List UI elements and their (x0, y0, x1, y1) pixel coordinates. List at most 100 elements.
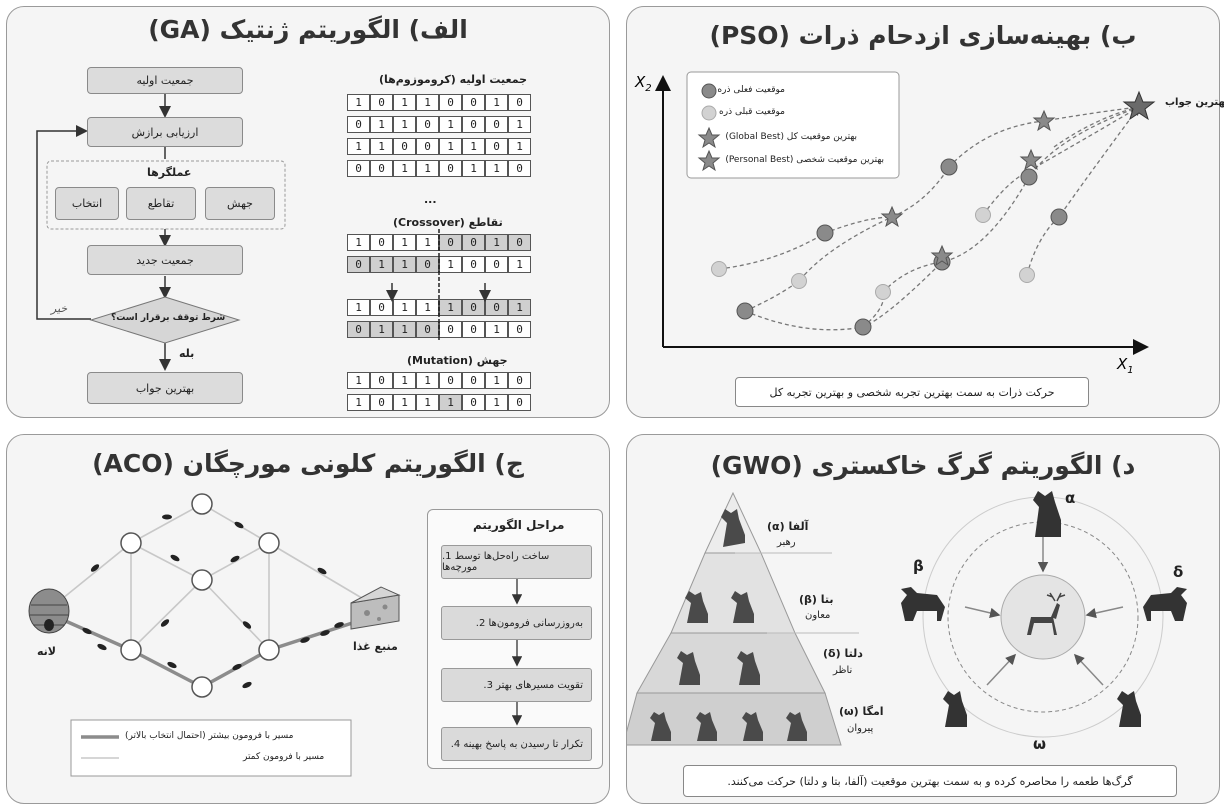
gene-cell: 1 (393, 116, 416, 133)
gene-cell: 0 (347, 321, 370, 338)
gwo-sym-alpha: α (1065, 489, 1076, 507)
gene-cell: 0 (439, 160, 462, 177)
gene-cell: 1 (485, 372, 508, 389)
gene-cell: 1 (508, 116, 531, 133)
gwo-diagram (627, 491, 1187, 746)
gene-cell: 0 (347, 256, 370, 273)
gene-cell: 0 (508, 372, 531, 389)
aco-legend-weak: مسیر با فرومون کمتر (243, 752, 325, 762)
aco-panel: ج) الگوریتم کلونی مورچگان (ACO) (6, 434, 610, 804)
ga-crossover-title: تقاطع (Crossover) (393, 216, 503, 229)
gwo-title: د) الگوریتم گرگ خاکستری (GWO) (710, 451, 1136, 480)
gene-cell: 0 (370, 234, 393, 251)
gwo-panel: د) الگوریتم گرگ خاکستری (GWO) (626, 434, 1220, 804)
pso-best-label: بهترین جواب (1165, 97, 1224, 108)
ga-panel: الف) الگوریتم ژنتیک (GA) جمعیت اولیه ارز… (6, 6, 610, 418)
aco-step-1: .1 ساخت راه‌حل‌ها توسط مورچه‌ها (441, 545, 592, 579)
gwo-alpha-label: آلفا (α) (767, 520, 809, 533)
ga-init-box: جمعیت اولیه (87, 67, 243, 94)
gene-cell: 0 (370, 160, 393, 177)
gene-cell: 0 (370, 372, 393, 389)
gene-cell: 0 (416, 116, 439, 133)
pso-x-label: X1 (1116, 355, 1134, 376)
ga-op-mutation: جهش (205, 187, 275, 220)
gene-cell: 1 (485, 160, 508, 177)
gene-cell: 0 (462, 234, 485, 251)
gene-cell: 0 (416, 256, 439, 273)
gene-cell: 1 (508, 138, 531, 155)
gwo-beta-label: بتا (β) (799, 593, 834, 606)
gwo-delta-role: ناظر (833, 665, 853, 676)
gene-cell: 1 (485, 94, 508, 111)
gene-cell: 0 (485, 138, 508, 155)
pso-plot: X2 X1 (634, 71, 1156, 376)
gene-cell: 1 (439, 256, 462, 273)
pso-caption: حرکت ذرات به سمت بهترین تجربه شخصی و بهت… (735, 377, 1089, 407)
gene-cell: 0 (370, 299, 393, 316)
pso-legend-previous: موقعیت قبلی ذره (719, 107, 785, 117)
ga-no-label: خیر (51, 302, 68, 315)
gene-cell: 0 (439, 372, 462, 389)
gene-cell: 1 (393, 321, 416, 338)
gene-cell: 1 (416, 160, 439, 177)
pso-panel: ب) بهینه‌سازی ازدحام ذرات (PSO) X2 X1 (626, 6, 1224, 418)
gene-cell: 1 (508, 299, 531, 316)
ga-op-crossover: تقاطع (126, 187, 196, 220)
gene-cell: 0 (439, 94, 462, 111)
aco-nest-label: لانه (37, 645, 56, 658)
gene-cell: 1 (370, 321, 393, 338)
ga-yes-label: بله (179, 347, 195, 360)
gwo-sym-omega: ω (1033, 735, 1047, 753)
gwo-omega-label: امگا (ω) (839, 705, 884, 718)
gene-cell: 0 (462, 94, 485, 111)
gene-cell: 1 (485, 321, 508, 338)
gene-cell: 1 (393, 234, 416, 251)
aco-food-icon (350, 586, 401, 630)
gene-cell: 1 (462, 138, 485, 155)
gene-cell: 0 (462, 299, 485, 316)
pso-legend-box (686, 71, 900, 179)
ga-stop-cond: شرط توقف برقرار است؟ (111, 313, 226, 323)
aco-legend-box (70, 719, 352, 777)
aco-step-2: .2 به‌روزرسانی فرومون‌ها (441, 606, 592, 640)
gene-cell: 0 (439, 234, 462, 251)
gene-cell: 0 (508, 321, 531, 338)
gene-cell: 0 (485, 256, 508, 273)
gene-cell: 0 (485, 116, 508, 133)
gwo-caption: گرگ‌ها طعمه را محاصره کرده و به سمت بهتر… (683, 765, 1177, 797)
aco-strong-paths (51, 613, 378, 689)
gwo-prey-deer (1027, 592, 1066, 635)
gene-cell: 1 (347, 138, 370, 155)
gwo-sym-beta: β (913, 557, 924, 575)
gwo-arrows (964, 537, 1124, 686)
gene-cell: 0 (508, 394, 531, 411)
gwo-sym-delta: δ (1173, 563, 1184, 581)
gene-cell: 0 (393, 138, 416, 155)
gene-cell: 0 (508, 234, 531, 251)
gwo-alpha-role: رهبر (777, 537, 796, 548)
gene-cell: 1 (347, 372, 370, 389)
ga-mutation-title: جهش (Mutation) (407, 354, 508, 367)
gene-cell: 0 (508, 160, 531, 177)
gene-cell: 1 (416, 372, 439, 389)
gwo-omega-role: پیروان (847, 723, 874, 734)
aco-weak-paths (51, 503, 378, 651)
gene-cell: 0 (462, 321, 485, 338)
aco-legend-strong: مسیر با فرومون بیشتر (احتمال انتخاب بالا… (125, 731, 294, 741)
gene-cell: 1 (485, 234, 508, 251)
gwo-delta-label: دلتا (δ) (823, 647, 863, 660)
aco-step-4: .4 تکرار تا رسیدن به پاسخ بهینه (441, 727, 592, 761)
ga-title: الف) الگوریتم ژنتیک (GA) (148, 15, 468, 44)
gene-cell: 1 (393, 256, 416, 273)
gene-cell: 0 (508, 94, 531, 111)
gene-cell: 1 (347, 299, 370, 316)
aco-steps-title: مراحل الگوریتم (473, 518, 565, 532)
gene-cell: 1 (347, 394, 370, 411)
pso-y-label: X2 (634, 73, 652, 94)
